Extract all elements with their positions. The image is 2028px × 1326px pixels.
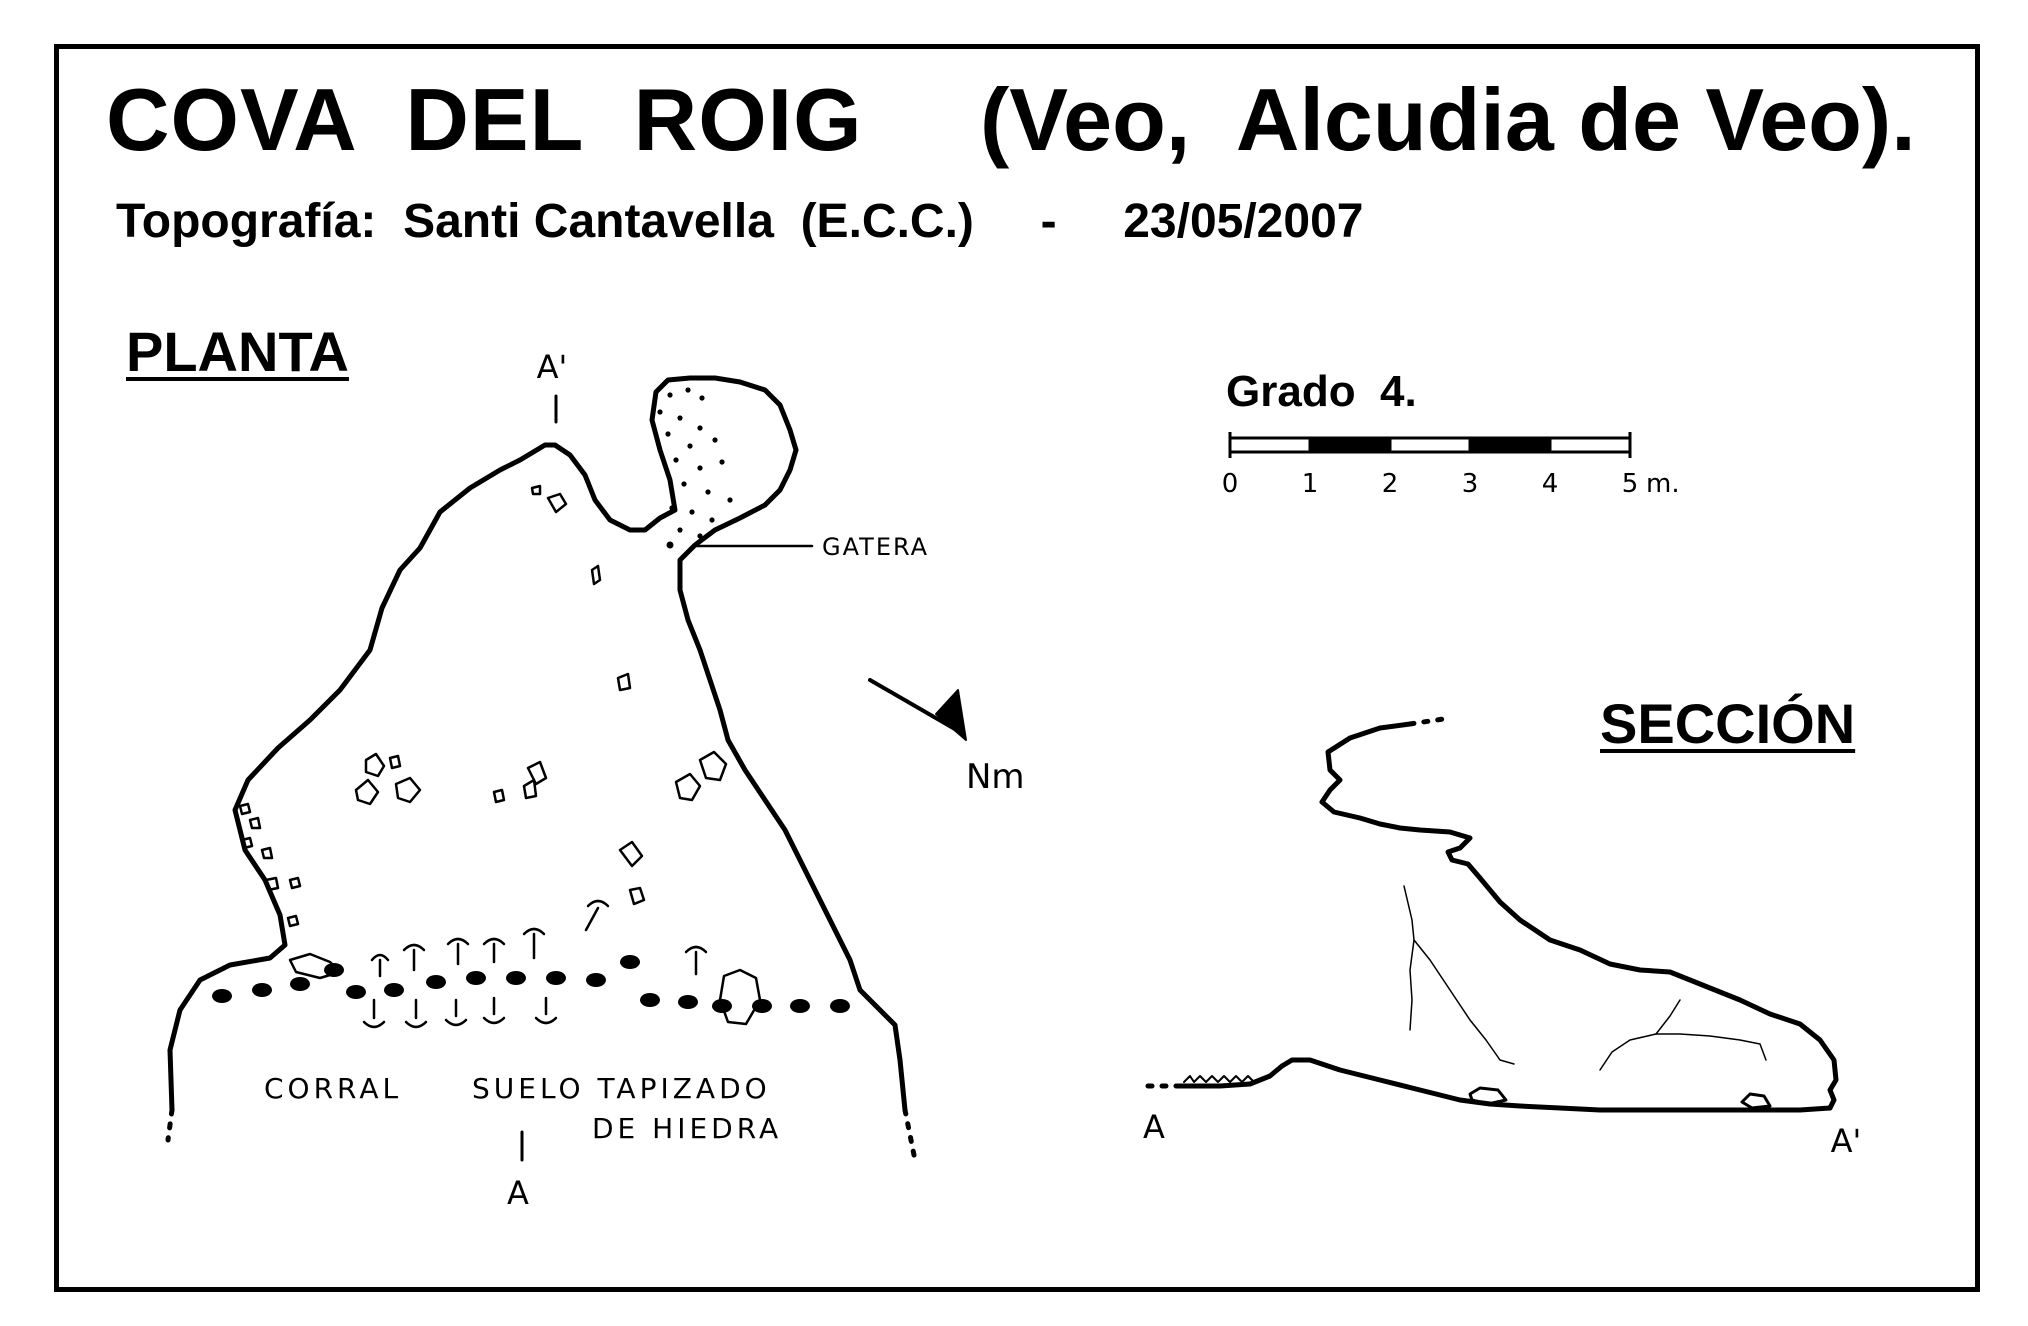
section-floor-block-1 <box>1468 1086 1508 1106</box>
scale-tick-5: 5 <box>1622 469 1639 499</box>
section-view <box>1137 715 1839 1113</box>
cut-label-bottom: A <box>507 1174 529 1212</box>
section-root-2 <box>1599 999 1681 1071</box>
scale-tick-4: 4 <box>1542 469 1559 499</box>
section-label-a-prime: A' <box>1831 1122 1862 1160</box>
note-corral: CORRAL <box>264 1072 402 1105</box>
cave-location: (Veo, Alcudia de Veo). <box>980 70 1916 169</box>
north-label: Nm <box>966 757 1025 797</box>
section-entrance-vegetation <box>1183 1075 1255 1083</box>
slope-arrows-up <box>370 899 708 978</box>
map-frame <box>54 44 1980 1292</box>
section-root-1-branch <box>1409 939 1415 1031</box>
cave-title: COVA DEL ROIG <box>106 70 863 169</box>
plan-wall-open-left <box>165 1107 175 1143</box>
scale-unit: m. <box>1646 469 1680 499</box>
section-root-2-branch <box>1655 1033 1767 1061</box>
note-floor-line1: SUELO TAPIZADO <box>472 1072 771 1105</box>
scale-ticks: 0 1 2 3 4 5 m. <box>1222 469 1680 499</box>
section-ceiling-open <box>1407 715 1453 727</box>
plan-wall-left <box>167 375 908 1113</box>
crawl-stipple <box>657 387 733 549</box>
scale-bar-frame <box>1228 436 1632 454</box>
scale-tick-0: 0 <box>1222 469 1239 499</box>
note-floor-line2: DE HIEDRA <box>592 1112 782 1145</box>
plan-wall-open-right <box>902 1107 918 1163</box>
scale-tick-3: 3 <box>1462 469 1479 499</box>
survey-credits: Topografía: Santi Cantavella (E.C.C.) - … <box>116 195 1364 248</box>
section-label-a: A <box>1143 1108 1165 1146</box>
north-arrow-icon <box>935 689 967 741</box>
slope-arrows-down <box>362 996 558 1029</box>
scale-bar <box>1228 432 1632 458</box>
north-arrow-shaft <box>868 678 962 734</box>
crawl-label: GATERA <box>822 533 929 561</box>
survey-grade: Grado 4. <box>1226 367 1417 416</box>
cut-label-top: A' <box>537 348 568 386</box>
section-floor <box>1177 1057 1833 1113</box>
scale-bar-segment-1 <box>1308 436 1392 454</box>
corral-wall-dots <box>212 955 850 1013</box>
section-floor-block-2 <box>1740 1092 1772 1110</box>
scale-tick-2: 2 <box>1382 469 1399 499</box>
scale-bar-segment-3 <box>1468 436 1552 454</box>
plan-heading: PLANTA <box>126 320 349 383</box>
section-heading: SECCIÓN <box>1600 692 1856 755</box>
section-root-1 <box>1403 885 1515 1065</box>
scale-tick-1: 1 <box>1302 469 1319 499</box>
section-ceiling <box>1319 721 1839 1111</box>
plan-view <box>165 375 967 1163</box>
